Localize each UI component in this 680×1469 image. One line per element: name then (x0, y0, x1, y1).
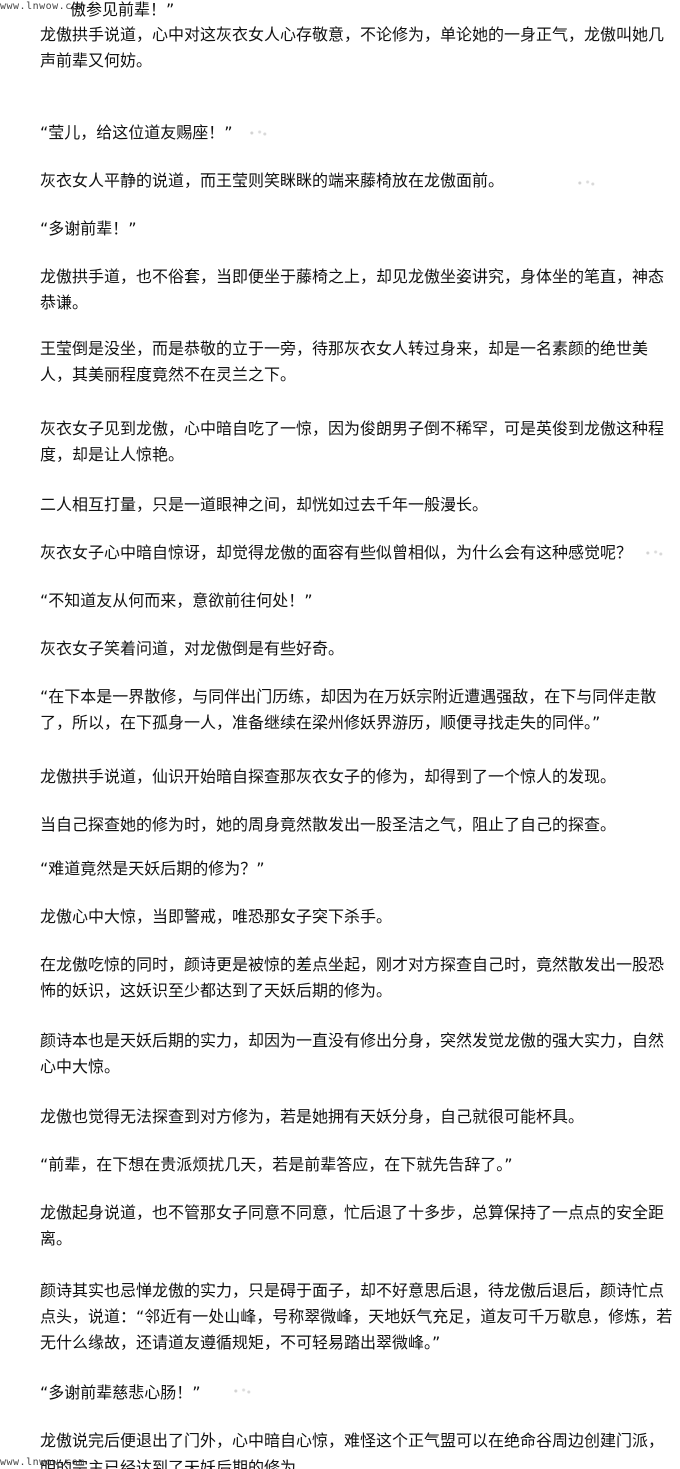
paragraph-20: “前辈，在下想在贵派烦扰几天，若是前辈答应，在下就先告辞了。” (40, 1155, 513, 1174)
scan-speck (640, 548, 666, 558)
paragraph-21: 龙傲起身说道，也不管那女子同意不同意，忙后退了十多步，总算保持了一点点的安全距离… (40, 1203, 665, 1248)
paragraph-3: 灰衣女人平静的说道，而王莹则笑眯眯的端来藤椅放在龙傲面前。 (40, 171, 505, 190)
paragraph-22: 颜诗其实也忌惮龙傲的实力，只是碍于面子，却不好意思后退，待龙傲后退后，颜诗忙点点… (40, 1281, 673, 1352)
text-first-line: 傲参见前辈！” (70, 0, 175, 19)
paragraph-16: 龙傲心中大惊，当即警戒，唯恐那女子突下杀手。 (40, 907, 393, 926)
paragraph-2: “莹儿，给这位道友赐座！” (40, 123, 233, 142)
paragraph-10: “不知道友从何而来，意欲前往何处！” (40, 591, 313, 610)
paragraph-15: “难道竟然是天妖后期的修为？” (40, 859, 265, 878)
paragraph-19: 龙傲也觉得无法探查到对方修为，若是她拥有天妖分身，自己就很可能杯具。 (40, 1107, 585, 1126)
scan-speck (244, 128, 270, 138)
paragraph-1: 龙傲拱手说道，心中对这灰衣女人心存敬意，不论修为，单论她的一身正气，龙傲叫她几声… (40, 25, 665, 70)
paragraph-7: 灰衣女子见到龙傲，心中暗自吃了一惊，因为俊朗男子倒不稀罕，可是英俊到龙傲这种程度… (40, 419, 665, 464)
paragraph-12: “在下本是一界散修，与同伴出门历练，却因为在万妖宗附近遭遇强敌，在下与同伴走散了… (40, 687, 657, 732)
paragraph-5: 龙傲拱手道，也不俗套，当即便坐于藤椅之上，却见龙傲坐姿讲究，身体坐的笔直，神态恭… (40, 267, 665, 312)
scan-speck (572, 178, 598, 188)
text-last-partial: 明的宗主已经达到了天妖后期的修为 (40, 1458, 297, 1469)
paragraph-14: 当自己探查她的修为时，她的周身竟然散发出一股圣洁之气，阻止了自己的探查。 (40, 815, 617, 834)
paragraph-23: “多谢前辈慈悲心肠！” (40, 1383, 201, 1402)
paragraph-4: “多谢前辈！” (40, 219, 137, 238)
paragraph-8: 二人相互打量，只是一道眼神之间，却恍如过去千年一般漫长。 (40, 495, 489, 514)
paragraph-6: 王莹倒是没坐，而是恭敬的立于一旁，待那灰衣女人转过身来，却是一名素颜的绝世美人，… (40, 339, 649, 384)
watermark-bottom: www.lnwow.com (0, 1457, 85, 1468)
paragraph-11: 灰衣女子笑着问道，对龙傲倒是有些好奇。 (40, 639, 345, 658)
paragraph-17: 在龙傲吃惊的同时，颜诗更是被惊的差点坐起，刚才对方探查自己时，竟然散发出一股恐怖… (40, 955, 665, 1000)
scan-speck (228, 1386, 254, 1396)
paragraph-13: 龙傲拱手说道，仙识开始暗自探查那灰衣女子的修为，却得到了一个惊人的发现。 (40, 767, 617, 786)
paragraph-18: 颜诗本也是天妖后期的实力，却因为一直没有修出分身，突然发觉龙傲的强大实力，自然心… (40, 1031, 665, 1076)
watermark-top: www.lnwow.com (0, 1, 85, 12)
paragraph-24: 龙傲说完后便退出了门外，心中暗自心惊，难怪这个正气盟可以在绝命谷周边创建门派， (40, 1431, 665, 1450)
paragraph-9: 灰衣女子心中暗自惊讶，却觉得龙傲的面容有些似曾相似，为什么会有这种感觉呢？ (40, 543, 633, 562)
